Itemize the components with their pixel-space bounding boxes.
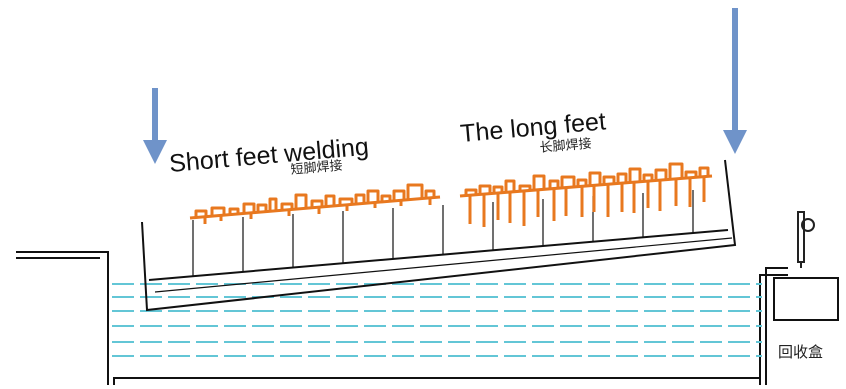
down-arrow-icon xyxy=(723,8,747,154)
board-line xyxy=(148,229,729,281)
tank-left-wall xyxy=(16,251,109,385)
hook-icon xyxy=(797,211,815,268)
solder-bath xyxy=(16,251,788,385)
tank-right-wall xyxy=(765,267,788,385)
down-arrow-icon xyxy=(143,88,167,164)
recovery-box-label: 回收盒 xyxy=(778,343,823,361)
tank-right-inner xyxy=(759,274,788,378)
long-feet-label-cn: 长脚焊接 xyxy=(539,136,592,156)
short-feet-components xyxy=(189,183,441,224)
solder-wave xyxy=(112,283,762,357)
recovery-box xyxy=(773,277,839,321)
short-feet-label-cn: 短脚焊接 xyxy=(290,158,343,178)
long-feet-components xyxy=(459,162,713,227)
fixture-outer xyxy=(141,159,737,312)
tank-floor xyxy=(113,377,761,385)
pcb-fixture xyxy=(141,159,737,312)
